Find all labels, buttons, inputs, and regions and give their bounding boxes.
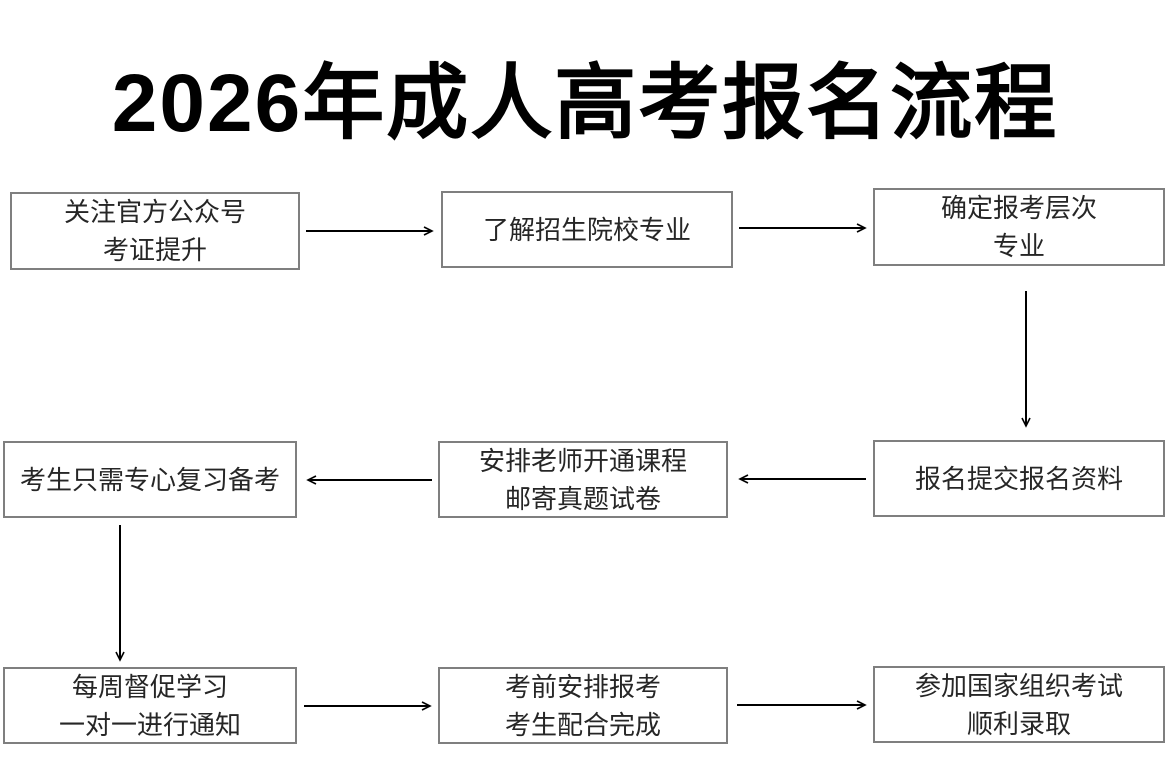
flow-node-step-8: 考前安排报考 考生配合完成 xyxy=(438,667,728,744)
flow-node-step-2: 了解招生院校专业 xyxy=(441,191,733,268)
flow-node-step-3: 确定报考层次 专业 xyxy=(873,188,1165,266)
flow-node-label: 邮寄真题试卷 xyxy=(504,483,661,514)
flow-node-label: 参加国家组织考试 xyxy=(914,670,1123,701)
flow-node-step-1: 关注官方公众号 考证提升 xyxy=(10,192,300,270)
flow-node-label: 安排老师开通课程 xyxy=(478,445,687,476)
flow-node-label: 了解招生院校专业 xyxy=(482,214,691,245)
flow-node-label: 报名提交报名资料 xyxy=(914,463,1123,494)
flow-node-step-4: 报名提交报名资料 xyxy=(873,440,1165,517)
flow-node-step-9: 参加国家组织考试 顺利录取 xyxy=(873,666,1165,743)
flow-node-label: 专业 xyxy=(992,231,1045,261)
flow-node-label: 考生只需专心复习备考 xyxy=(19,464,280,495)
flow-node-step-5: 安排老师开通课程 邮寄真题试卷 xyxy=(438,441,728,518)
flow-node-label: 考证提升 xyxy=(102,235,207,265)
flow-node-step-7: 每周督促学习 一对一进行通知 xyxy=(3,667,297,744)
flow-node-label: 关注官方公众号 xyxy=(63,197,246,227)
flow-node-label: 每周督促学习 xyxy=(71,671,228,702)
flow-node-label: 顺利录取 xyxy=(966,708,1071,739)
flow-node-step-6: 考生只需专心复习备考 xyxy=(3,441,297,518)
flow-node-label: 一对一进行通知 xyxy=(58,709,241,740)
flow-node-label: 确定报考层次 xyxy=(940,193,1097,223)
flow-node-label: 考前安排报考 xyxy=(504,671,661,702)
flow-node-label: 考生配合完成 xyxy=(504,709,661,740)
page-title: 2026年成人高考报名流程 xyxy=(111,58,1059,149)
